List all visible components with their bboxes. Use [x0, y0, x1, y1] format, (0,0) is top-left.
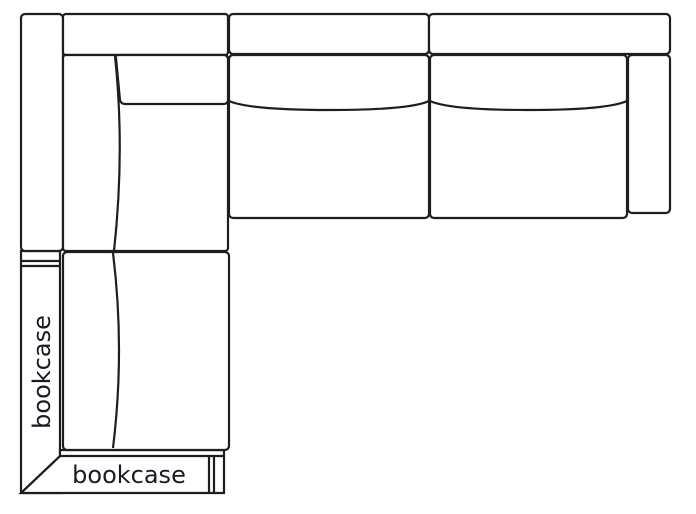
- corner-back: [61, 12, 230, 57]
- bookcase-bottom-label: bookcase: [72, 461, 186, 489]
- corner-seat: [61, 53, 230, 253]
- back-cushion-1: [227, 12, 431, 56]
- chaise-seat: [61, 250, 231, 452]
- right-arm: [626, 53, 672, 215]
- bookcase-bottom: bookcase: [18, 448, 226, 495]
- back-cushion-2: [427, 12, 672, 56]
- bookcase-left-label: bookcase: [28, 315, 56, 429]
- seat-1: [227, 53, 431, 220]
- seat-2: [428, 53, 629, 220]
- bookcase-left: bookcase: [19, 249, 62, 495]
- left-arm: [19, 12, 65, 253]
